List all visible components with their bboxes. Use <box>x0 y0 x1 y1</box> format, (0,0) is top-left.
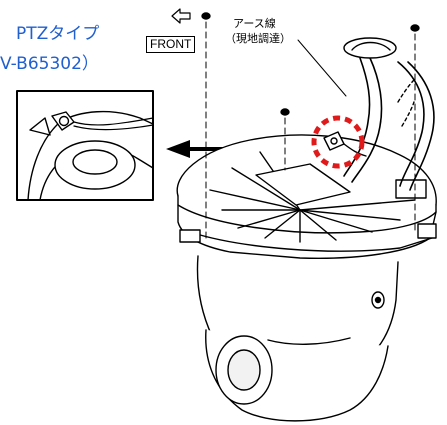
mounting-plate <box>176 134 437 259</box>
ground-terminal <box>323 131 367 157</box>
hollow-arrow-left-icon <box>171 8 191 24</box>
inset-detail <box>16 90 154 201</box>
screw-icon <box>201 12 420 116</box>
title-line-1: PTZタイプ <box>16 24 100 44</box>
cables <box>297 37 435 191</box>
camera-dome <box>196 255 399 422</box>
highlight-circle <box>311 115 365 169</box>
ground-wire-label: アース線 <box>233 17 276 30</box>
ground-wire-sub-label: （現地調達） <box>225 32 291 45</box>
screw-guides <box>205 21 416 239</box>
front-label: FRONT <box>146 36 196 53</box>
title-line-2: V-B65302） <box>0 54 99 74</box>
dashed-arrows <box>397 79 415 127</box>
